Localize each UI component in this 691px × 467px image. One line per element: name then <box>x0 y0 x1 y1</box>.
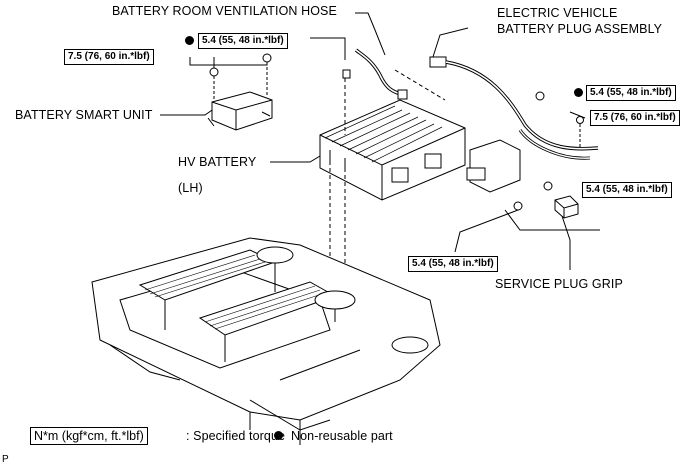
label-hv-battery: HV BATTERY <box>178 155 257 169</box>
battery-plug-assembly <box>429 56 599 211</box>
service-plug-grip <box>554 195 579 219</box>
battery-smart-unit <box>207 53 273 131</box>
floor-pan <box>91 237 441 445</box>
torque-label-3: 5.4 (55, 48 in.*lbf) <box>586 85 676 101</box>
hv-battery-module <box>319 69 466 300</box>
non-reusable-dot-2 <box>574 88 583 97</box>
torque-label-2: 7.5 (76, 60 in.*lbf) <box>64 49 154 65</box>
label-plug-assembly-line2: BATTERY PLUG ASSEMBLY <box>497 22 663 36</box>
label-plug-assembly-line1: ELECTRIC VEHICLE <box>497 6 618 20</box>
legend-non-reusable-dot <box>274 431 283 440</box>
torque-label-6: 5.4 (55, 48 in.*lbf) <box>408 256 498 272</box>
corner-mark: P <box>2 454 9 465</box>
ventilation-hose <box>342 48 408 100</box>
legend-non-reusable: Non-reusable part <box>291 429 393 443</box>
label-lh: (LH) <box>178 181 203 195</box>
torque-label-4: 7.5 (76, 60 in.*lbf) <box>590 110 680 126</box>
label-ventilation-hose: BATTERY ROOM VENTILATION HOSE <box>112 4 337 18</box>
non-reusable-dot-1 <box>185 36 194 45</box>
torque-label-5: 5.4 (55, 48 in.*lbf) <box>582 182 672 198</box>
label-smart-unit: BATTERY SMART UNIT <box>15 108 153 122</box>
leader-lines <box>160 12 600 270</box>
legend-specified-torque: : Specified torque <box>186 429 286 443</box>
label-service-plug: SERVICE PLUG GRIP <box>495 277 623 291</box>
legend-unit-box: N*m (kgf*cm, ft.*lbf) <box>30 427 148 445</box>
torque-label-1: 5.4 (55, 48 in.*lbf) <box>198 33 288 49</box>
